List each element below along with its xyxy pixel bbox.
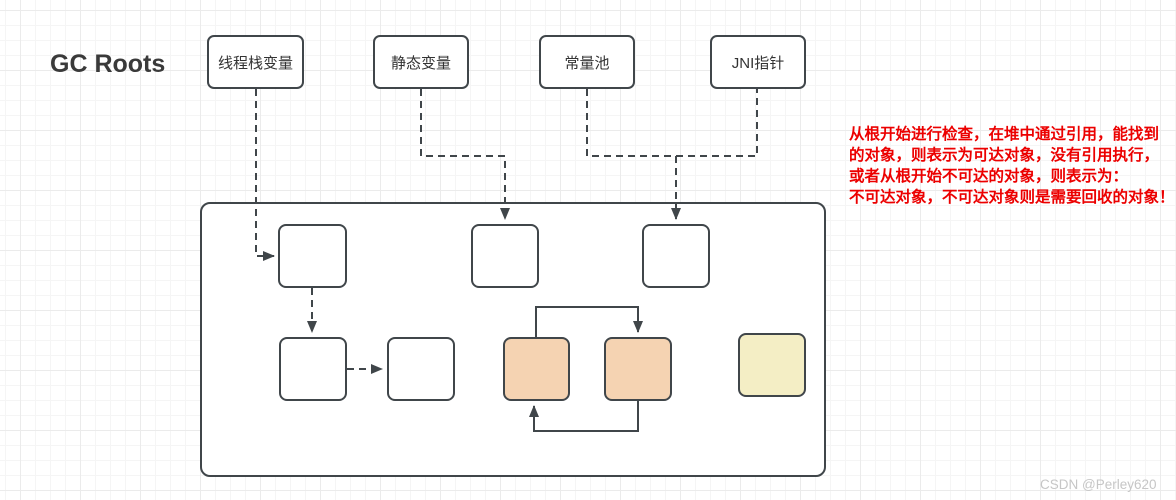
heap-object-e-reachable [387,337,455,401]
annotation-line-2: 的对象，则表示为可达对象，没有引用执行， [849,147,1160,164]
gc-root-constant-pool-node: 常量池 [539,35,635,89]
gc-root-jni-pointer-node: JNI指针 [710,35,806,89]
annotation-line-1: 从根开始进行检查，在堆中通过引用，能找到 [849,126,1160,143]
heap-object-f-cycle [503,337,570,401]
annotation-line-4: 不可达对象，不可达对象则是需要回收的对象！ [849,189,1175,206]
annotation-line-3: 或者从根开始不可达的对象，则表示为： [849,168,1129,185]
edge-static-variable-to-obj-b [420,89,510,220]
heap-object-c-reachable [642,224,710,288]
watermark: CSDN @Perley620 [1040,477,1157,492]
gc-root-static-variable-label: 静态变量 [390,54,451,72]
annotation-text: 从根开始进行检查，在堆中通过引用，能找到 的对象，则表示为可达对象，没有引用执行… [849,124,1176,208]
heap-object-a-reachable [278,224,347,288]
gc-root-constant-pool-label: 常量池 [564,54,610,72]
page-title: GC Roots [50,50,166,78]
heap-object-g-cycle [604,337,672,401]
gc-root-thread-stack-label: 线程栈变量 [217,54,293,72]
gc-root-static-variable-node: 静态变量 [373,35,469,89]
heap-object-b-reachable [471,224,539,288]
heap-object-h-isolated [738,333,806,397]
gc-root-jni-pointer-label: JNI指针 [731,54,785,72]
gc-root-thread-stack-node: 线程栈变量 [207,35,304,89]
edge-constant-pool-jni-merge [586,89,758,157]
heap-object-d-reachable [279,337,347,401]
